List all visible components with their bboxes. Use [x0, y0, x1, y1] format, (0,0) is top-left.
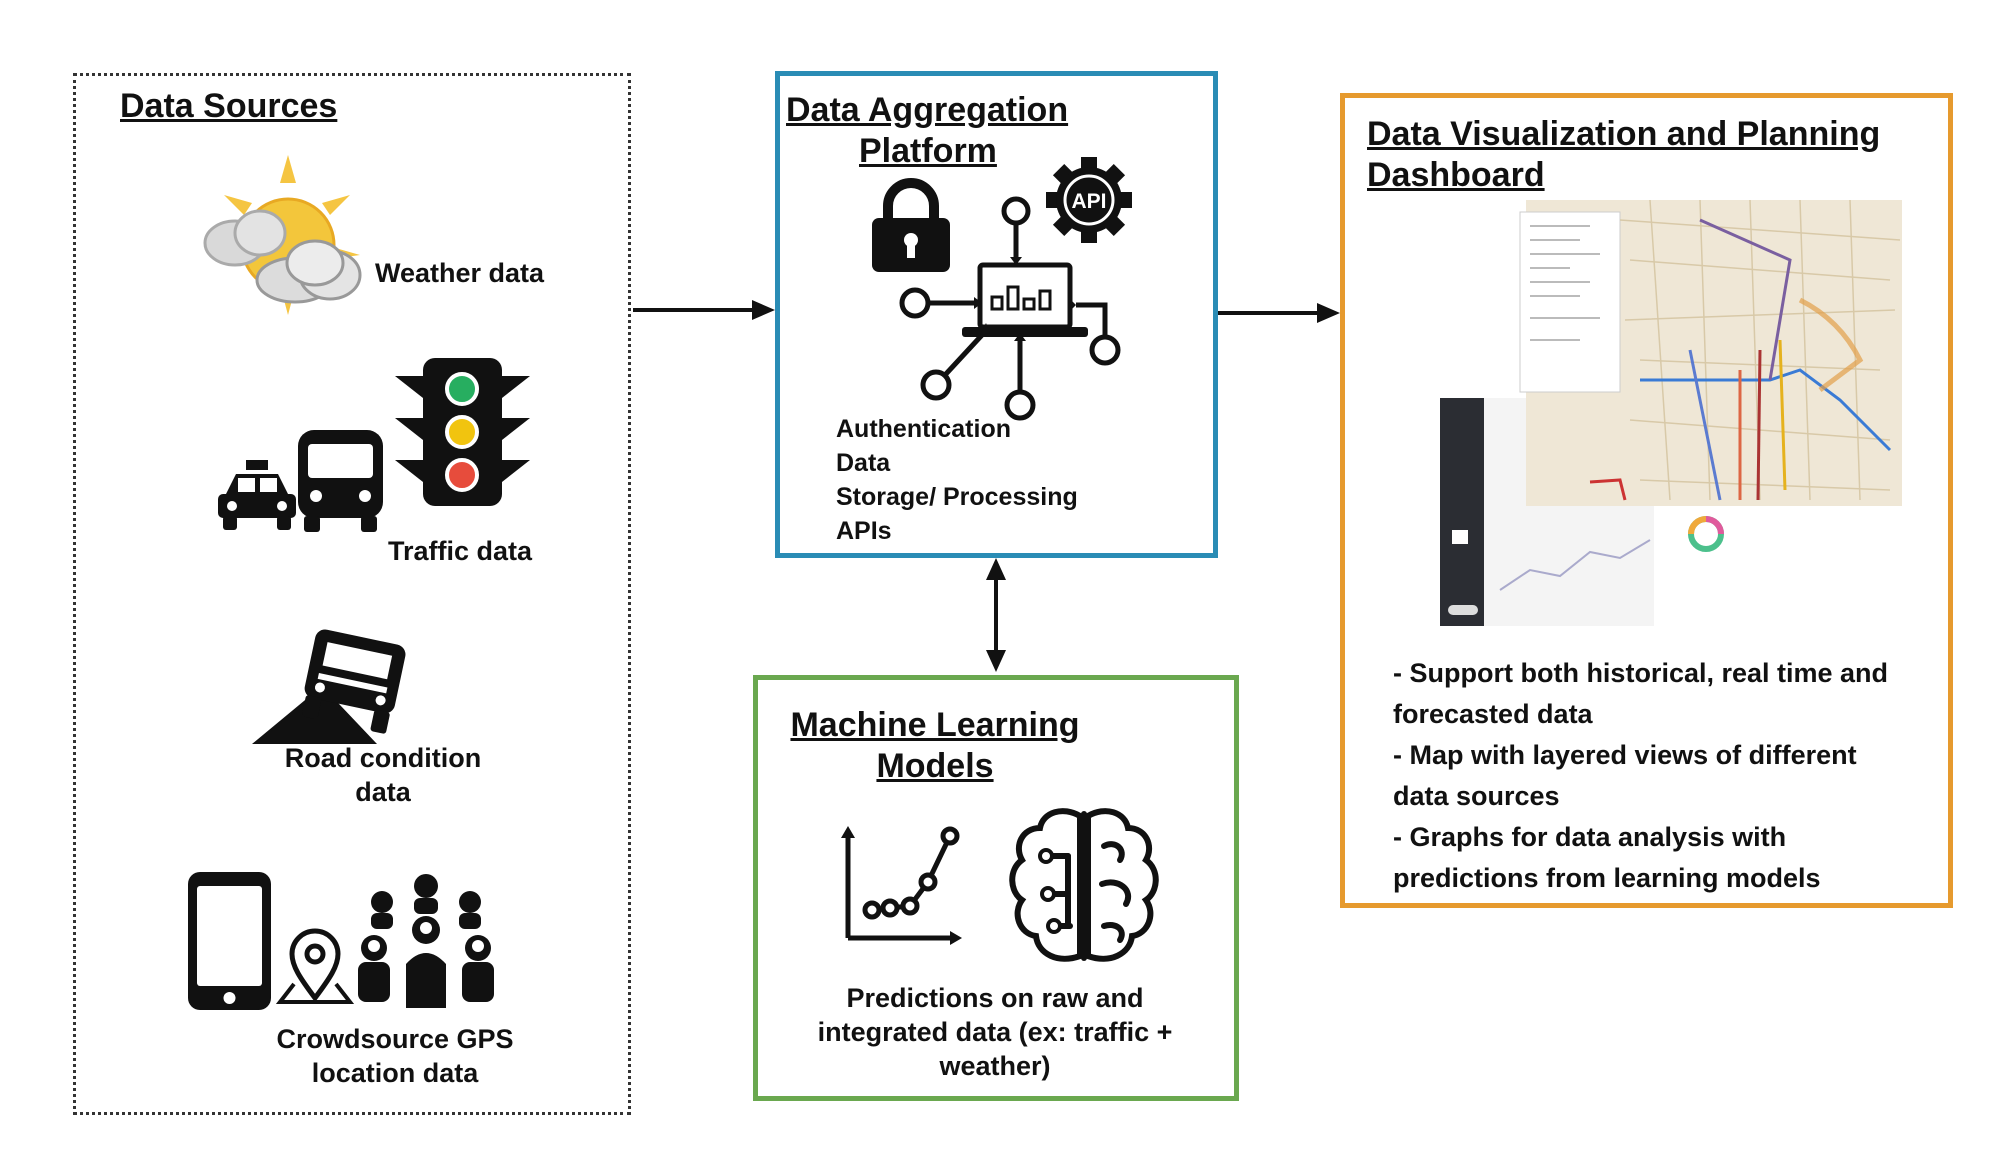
dashboard-bullet-1-cont: forecasted data — [1393, 699, 1593, 729]
ml-caption-line1: Predictions on raw and — [846, 983, 1144, 1013]
gps-label: Crowdsource GPS location data — [250, 1022, 540, 1090]
road-condition-label-line1: Road condition — [284, 743, 482, 773]
road-condition-label-line2: data — [355, 777, 411, 807]
dashboard-bullet-3: - Graphs for data analysis with — [1393, 822, 1787, 852]
aggregation-item-apis: APIs — [836, 517, 892, 545]
location-pin-icon — [275, 928, 355, 1004]
aggregation-panel — [775, 71, 1218, 558]
ml-panel — [753, 675, 1239, 1101]
gps-label-line2: location data — [311, 1058, 479, 1088]
road-condition-label: Road condition data — [258, 741, 508, 809]
ml-title: Machine Learning Models — [780, 705, 1090, 787]
aggregation-items: Authentication Data Storage/ Processing … — [836, 412, 1078, 548]
line-chart-icon — [841, 826, 962, 945]
ml-caption: Predictions on raw and integrated data (… — [790, 981, 1200, 1083]
bus-icon — [298, 430, 383, 532]
network-laptop-icon — [899, 196, 1121, 421]
dashboard-title: Data Visualization and Planning Dashboar… — [1367, 114, 1880, 196]
dashboard-title-line2: Dashboard — [1367, 156, 1545, 194]
gps-label-line1: Crowdsource GPS — [276, 1024, 514, 1054]
weather-label: Weather data — [375, 258, 545, 288]
smartphone-icon — [188, 872, 271, 1010]
traffic-light-icon — [395, 358, 530, 506]
aggregation-item-authentication: Authentication — [836, 415, 1011, 443]
ml-caption-line2: integrated data (ex: traffic + — [817, 1017, 1173, 1047]
aggregation-title-line2: Platform — [859, 132, 997, 170]
crowd-icon — [358, 874, 494, 1008]
aggregation-title: Data Aggregation Platform — [786, 90, 1076, 172]
dashboard-bullet-2: - Map with layered views of different — [1393, 740, 1857, 770]
dashboard-screenshot-image — [1440, 199, 1902, 626]
road-condition-icon — [252, 629, 406, 744]
api-badge-text: API — [1071, 190, 1106, 213]
taxi-icon — [218, 460, 296, 530]
dashboard-title-line1: Data Visualization and Planning — [1367, 115, 1881, 153]
api-gear-icon: API — [1046, 157, 1132, 243]
dashboard-bullet-2-cont: data sources — [1393, 781, 1560, 811]
lock-icon — [872, 178, 950, 272]
ml-caption-line3: weather) — [939, 1051, 1051, 1081]
dashboard-bullets: - Support both historical, real time and… — [1393, 653, 1888, 899]
data-sources-title: Data Sources — [120, 87, 338, 125]
dashboard-panel — [1340, 93, 1953, 908]
weather-icon — [203, 155, 362, 315]
ml-title-line1: Machine Learning — [790, 706, 1080, 744]
dashboard-bullet-1: - Support both historical, real time and — [1393, 658, 1889, 688]
data-sources-panel — [73, 73, 631, 1115]
aggregation-item-data: Data — [836, 449, 891, 477]
traffic-label: Traffic data — [388, 536, 533, 566]
aggregation-title-line1: Data Aggregation — [786, 91, 1069, 129]
dashboard-bullet-3-cont: predictions from learning models — [1393, 863, 1821, 893]
brain-icon — [1009, 808, 1159, 962]
aggregation-item-storage: Storage/ Processing — [836, 483, 1078, 511]
ml-title-line2: Models — [876, 747, 994, 785]
